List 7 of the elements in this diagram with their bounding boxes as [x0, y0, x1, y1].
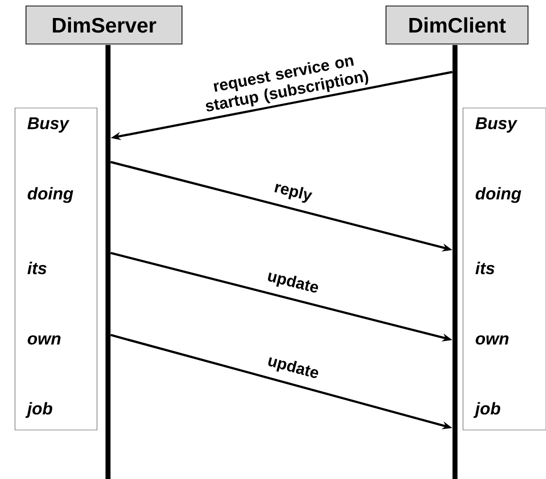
- edge-label: update: [268, 272, 318, 293]
- note-box: Busy doing its own job: [14, 108, 98, 430]
- edge-label: update: [268, 357, 318, 378]
- actor-box: DimClient: [386, 6, 528, 44]
- actor-box: DimServer: [26, 6, 182, 44]
- edge-label: reply: [274, 184, 312, 203]
- note-box: Busy doing its own job: [462, 108, 546, 430]
